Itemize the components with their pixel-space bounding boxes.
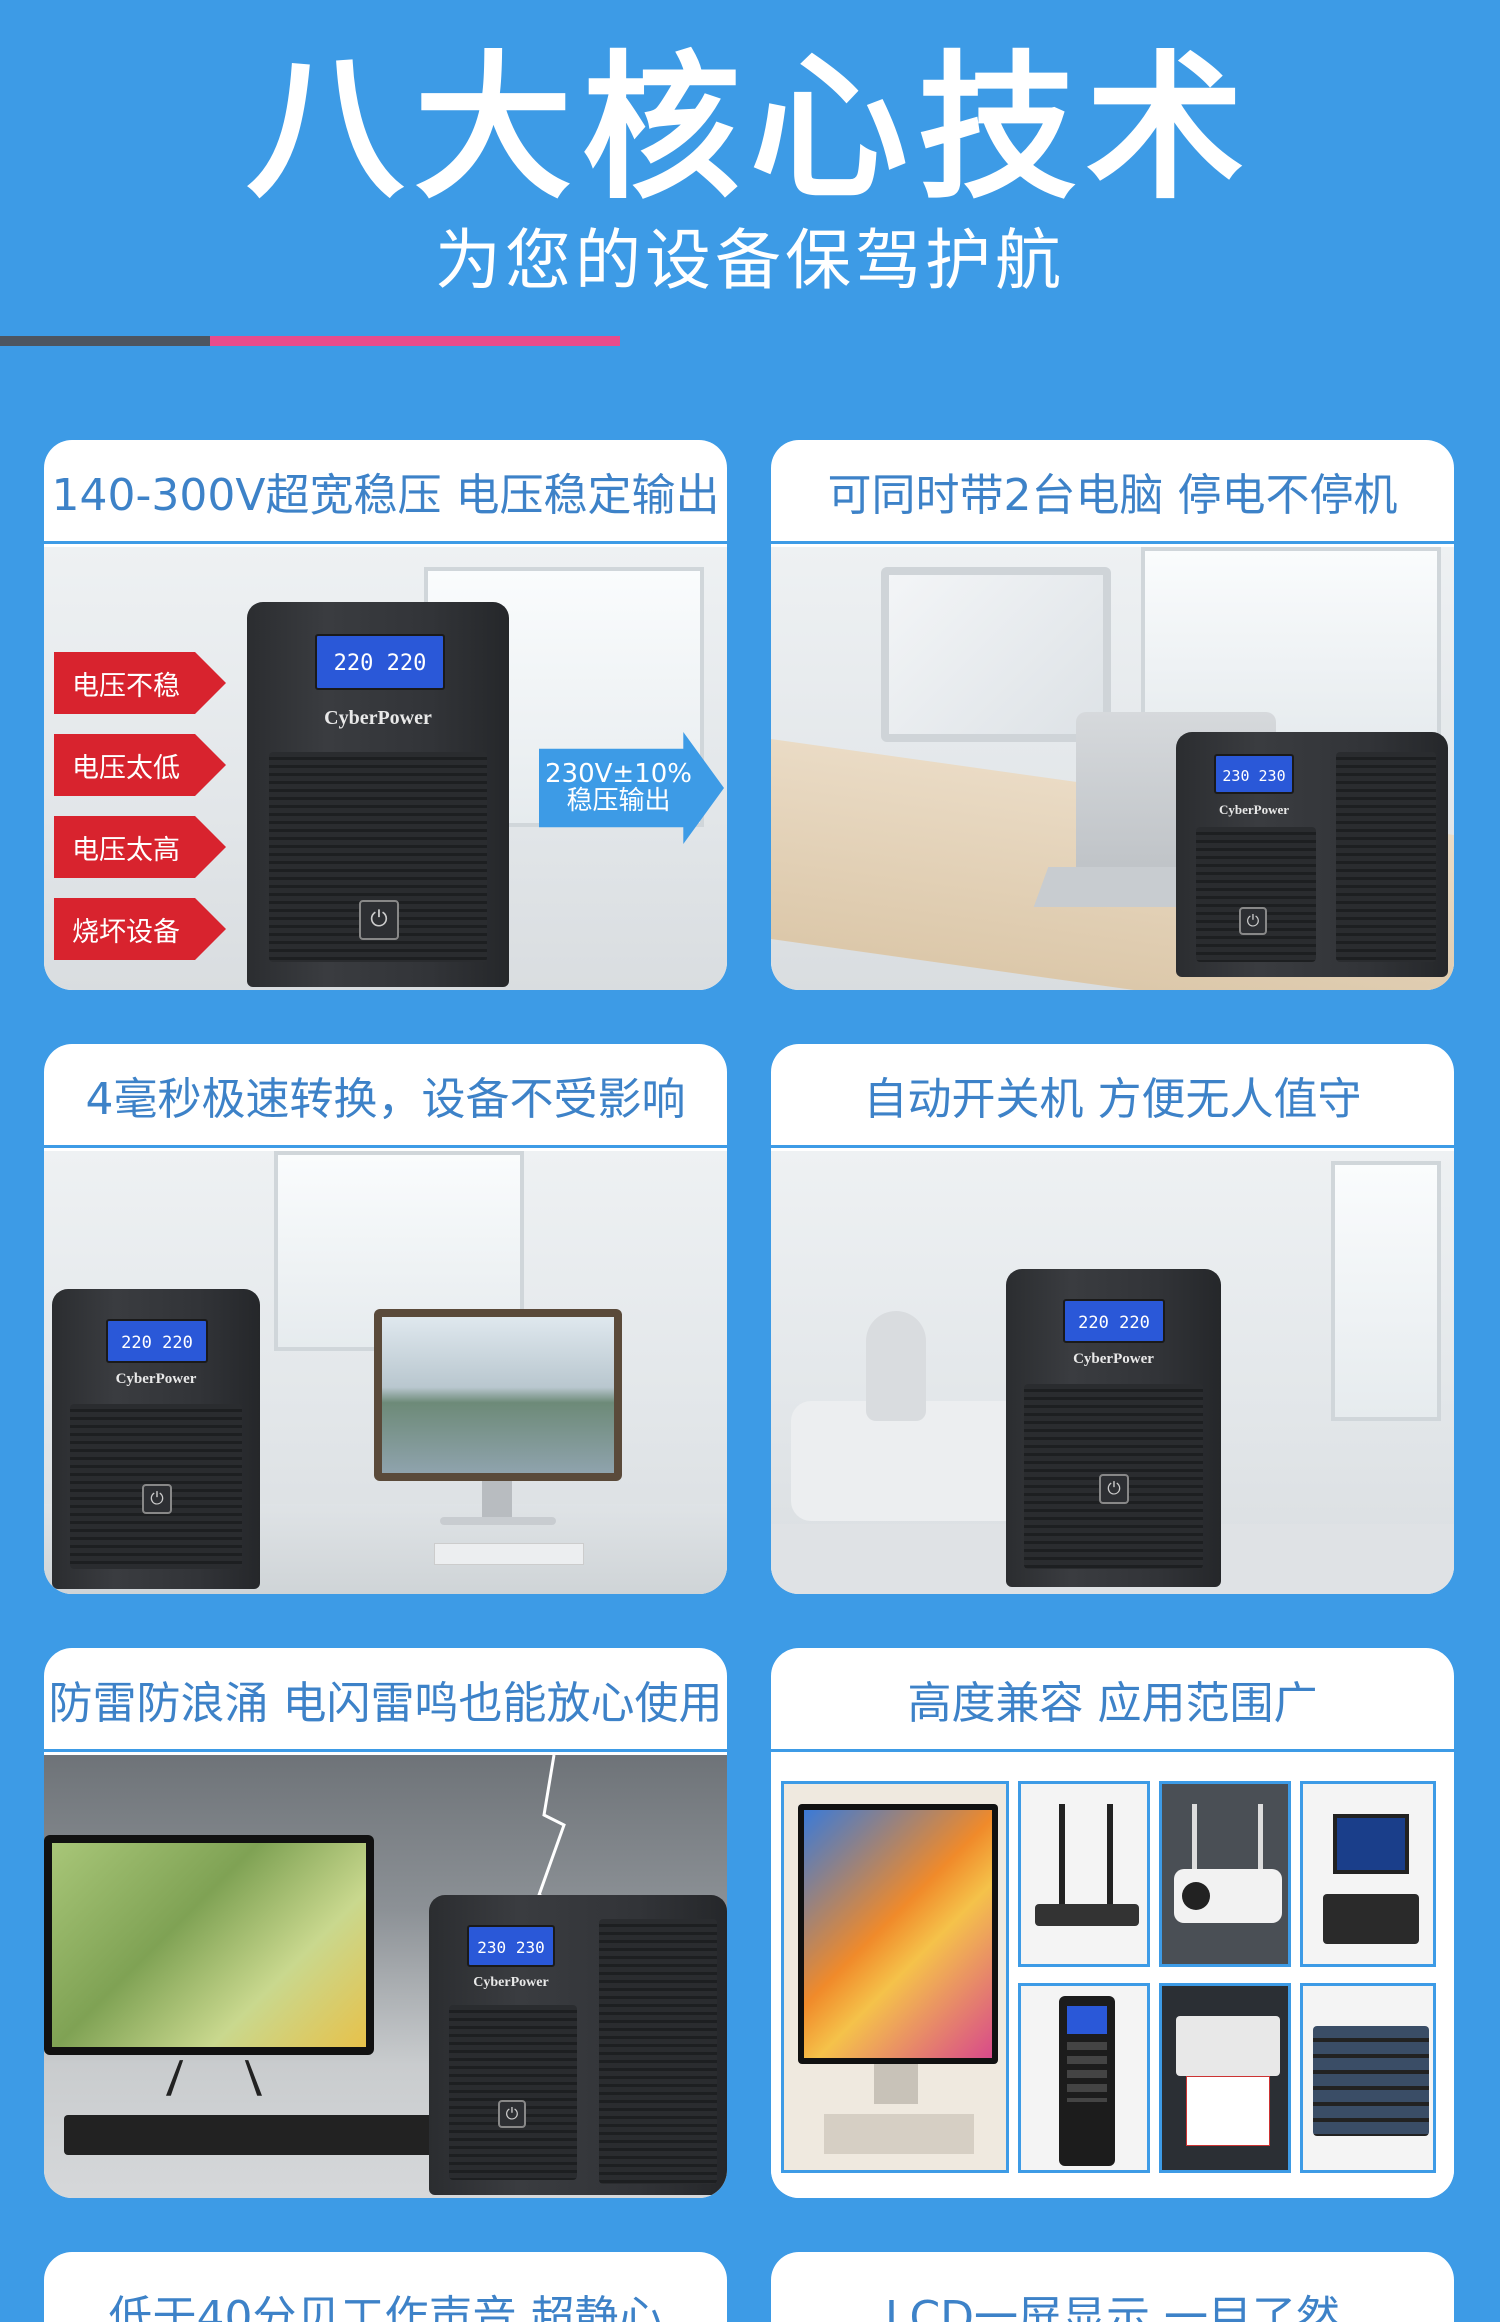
brand-logo: CyberPower [473, 1975, 549, 1990]
ups-device: 220 220 CyberPower ⏻ [52, 1289, 260, 1589]
power-icon: ⏻ [498, 2100, 526, 2128]
feature-card-compatibility: 高度兼容 应用范围广 [771, 1648, 1454, 2198]
brand-logo: CyberPower [1073, 1351, 1154, 1367]
output-label: 稳压输出 [566, 786, 671, 816]
feature-card-dual-pc: 可同时带2台电脑 停电不停机 230 230 CyberPower ⏻ [771, 440, 1454, 990]
divider-dark [0, 336, 210, 346]
power-icon: ⏻ [1239, 907, 1267, 935]
monitor-icon [781, 1781, 1009, 2173]
lcd-display: 230 230 [1214, 754, 1294, 794]
pos-terminal-icon [1300, 1781, 1436, 1967]
power-icon: ⏻ [359, 900, 399, 940]
lcd-display: 220 220 [315, 634, 445, 690]
problem-arrow: 电压太高 [54, 816, 226, 878]
lcd-display: 220 220 [1063, 1299, 1165, 1343]
ups-device: 230 230 CyberPower ⏻ [429, 1895, 727, 2195]
printer-icon [1159, 1983, 1291, 2173]
problem-arrow: 烧坏设备 [54, 898, 226, 960]
divider-pink [210, 336, 620, 346]
feature-heading: 140-300V超宽稳压 电压稳定输出 [44, 440, 727, 544]
brand-logo: CyberPower [324, 707, 432, 729]
problem-arrow: 电压太低 [54, 734, 226, 796]
feature-card-quiet: 低于40分贝工作声音 超静心 [44, 2252, 727, 2322]
power-icon: ⏻ [1099, 1474, 1129, 1504]
feature-heading: 自动开关机 方便无人值守 [771, 1044, 1454, 1148]
access-control-icon [1018, 1983, 1150, 2173]
feature-card-auto-power: 自动开关机 方便无人值守 220 220 CyberPower ⏻ [771, 1044, 1454, 1594]
page-subtitle: 为您的设备保驾护航 [435, 222, 1065, 299]
feature-heading: 4毫秒极速转换，设备不受影响 [44, 1044, 727, 1148]
feature-image: 电压不稳 电压太低 电压太高 烧坏设备 220 220 CyberPower ⏻… [44, 547, 727, 990]
ups-device: 220 220 CyberPower ⏻ [247, 602, 509, 987]
page-title: 八大核心技术 [246, 37, 1254, 221]
feature-image: 230 230 CyberPower ⏻ [771, 547, 1454, 990]
problem-arrow: 电压不稳 [54, 652, 226, 714]
ups-device: 220 220 CyberPower ⏻ [1006, 1269, 1221, 1587]
feature-image: 230 230 CyberPower ⏻ [44, 1755, 727, 2198]
feature-image: 220 220 CyberPower ⏻ [771, 1151, 1454, 1594]
brand-logo: CyberPower [115, 1371, 197, 1387]
feature-image: 220 220 CyberPower ⏻ [44, 1151, 727, 1594]
lcd-display: 230 230 [467, 1925, 555, 1967]
brand-logo: CyberPower [1218, 802, 1290, 817]
lcd-display: 220 220 [106, 1319, 208, 1363]
camera-icon [1159, 1781, 1291, 1967]
feature-heading: 低于40分贝工作声音 超静心 [44, 2252, 727, 2322]
output-voltage: 230V±10% [545, 758, 692, 789]
router-icon [1018, 1781, 1150, 1967]
feature-card-lcd: LCD一屏显示 一目了然 [771, 2252, 1454, 2322]
feature-card-voltage: 140-300V超宽稳压 电压稳定输出 电压不稳 电压太低 电压太高 烧坏设备 … [44, 440, 727, 990]
feature-heading: LCD一屏显示 一目了然 [771, 2252, 1454, 2322]
server-icon [1300, 1983, 1436, 2173]
feature-card-transfer: 4毫秒极速转换，设备不受影响 220 220 CyberPower ⏻ [44, 1044, 727, 1594]
output-arrow: 230V±10% 稳压输出 [539, 732, 724, 844]
feature-heading: 高度兼容 应用范围广 [771, 1648, 1454, 1752]
feature-heading: 防雷防浪涌 电闪雷鸣也能放心使用 [44, 1648, 727, 1752]
power-icon: ⏻ [142, 1484, 172, 1514]
feature-heading: 可同时带2台电脑 停电不停机 [771, 440, 1454, 544]
feature-card-surge: 防雷防浪涌 电闪雷鸣也能放心使用 230 230 CyberPower ⏻ [44, 1648, 727, 2198]
feature-image [771, 1755, 1454, 2198]
hero-banner: 八大核心技术 为您的设备保驾护航 [0, 0, 1500, 360]
ups-device: 230 230 CyberPower ⏻ [1176, 732, 1448, 977]
